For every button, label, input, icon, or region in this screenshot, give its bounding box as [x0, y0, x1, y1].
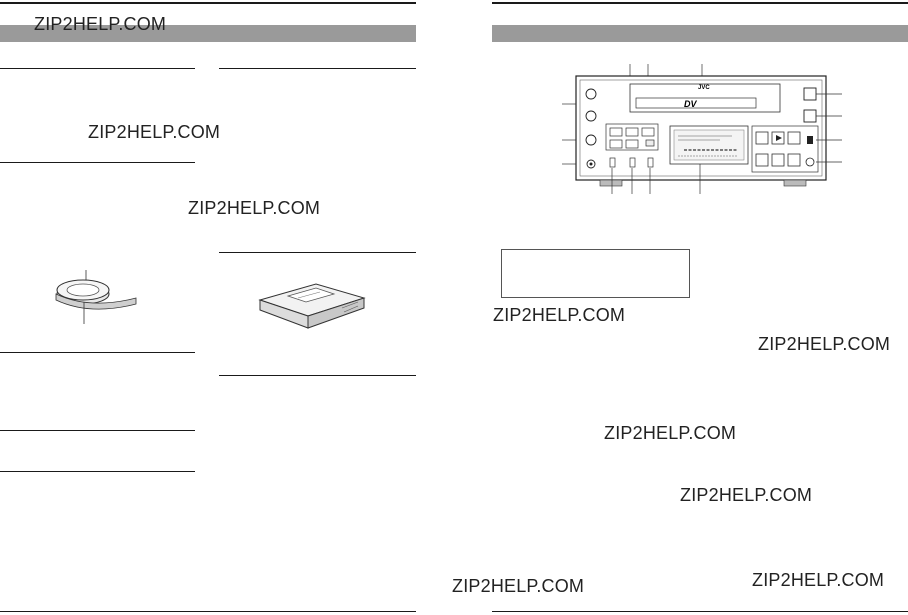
left-page-bottom-rule [0, 611, 416, 612]
watermark-bottom-center: ZIP2HELP.COM [452, 576, 585, 596]
watermark-right-4: ZIP2HELP.COM [680, 485, 813, 505]
vcr-front-panel-illustration: JVC DV [562, 64, 842, 194]
dv-logo: DV [684, 99, 697, 109]
tape-reel-illustration [55, 270, 137, 324]
watermark-right-5: ZIP2HELP.COM [752, 570, 885, 590]
mid-col-rule-3 [219, 375, 416, 376]
left-col-rule-2 [0, 162, 195, 163]
mid-col-rule-1 [219, 68, 416, 69]
cassette-illustration [258, 283, 366, 329]
watermark-right-2: ZIP2HELP.COM [758, 334, 891, 354]
note-box [501, 249, 690, 298]
right-page-header-band [492, 25, 908, 42]
right-page-top-rule [492, 2, 908, 4]
left-col-rule-1 [0, 68, 195, 69]
watermark-left-1: ZIP2HELP.COM [88, 122, 221, 142]
left-col-rule-3 [0, 352, 195, 353]
right-page-bottom-rule [492, 611, 908, 612]
mid-col-rule-2 [219, 252, 416, 253]
left-page-header-band [0, 25, 416, 42]
watermark-left-header: ZIP2HELP.COM [34, 14, 167, 34]
left-col-rule-5 [0, 471, 195, 472]
left-page-top-rule [0, 2, 416, 4]
watermark-right-1: ZIP2HELP.COM [493, 305, 626, 325]
watermark-left-2: ZIP2HELP.COM [188, 198, 321, 218]
brand-label: JVC [698, 85, 710, 91]
left-col-rule-4 [0, 430, 195, 431]
watermark-right-3: ZIP2HELP.COM [604, 423, 737, 443]
